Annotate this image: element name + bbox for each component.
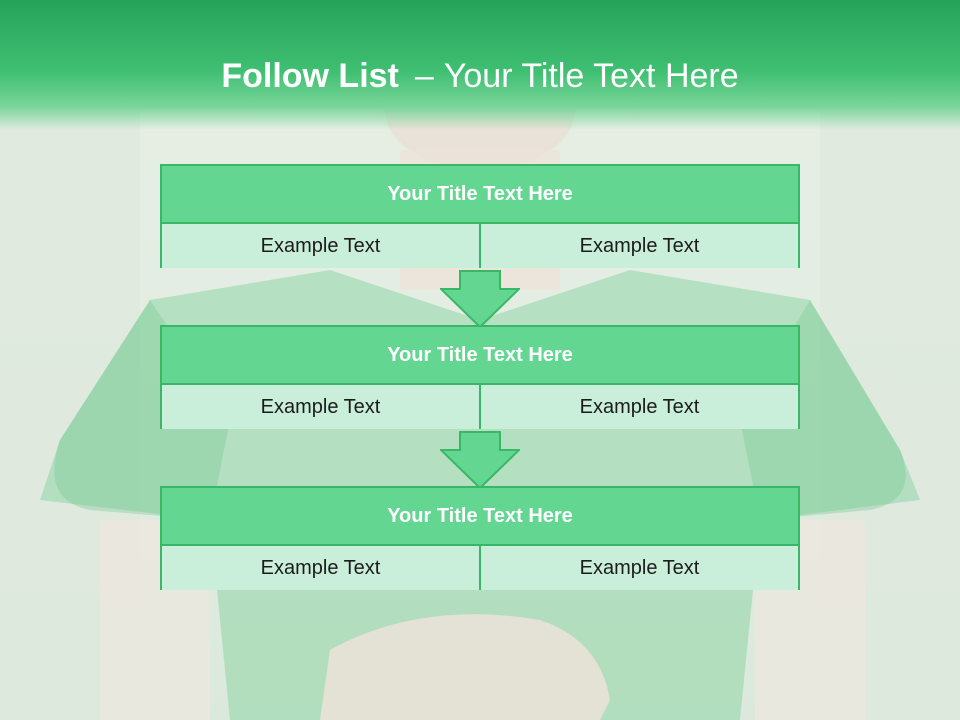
block-title: Your Title Text Here	[162, 327, 798, 385]
block-row: Example Text Example Text	[162, 224, 798, 268]
page-title: Follow List–Your Title Text Here	[0, 56, 960, 96]
block-cell-left: Example Text	[162, 546, 479, 590]
list-block-1: Your Title Text Here Example Text Exampl…	[160, 164, 800, 268]
title-bold: Follow List	[221, 57, 399, 95]
title-dash: –	[414, 57, 434, 95]
list-block-3: Your Title Text Here Example Text Exampl…	[160, 486, 800, 590]
block-cell-right: Example Text	[479, 385, 798, 429]
block-cell-right: Example Text	[479, 546, 798, 590]
block-row: Example Text Example Text	[162, 385, 798, 429]
down-arrow-icon	[440, 270, 520, 328]
title-band	[0, 0, 960, 130]
down-arrow-icon	[440, 431, 520, 489]
block-title: Your Title Text Here	[162, 488, 798, 546]
title-rest: Your Title Text Here	[443, 57, 739, 95]
block-title: Your Title Text Here	[162, 166, 798, 224]
block-cell-left: Example Text	[162, 385, 479, 429]
block-cell-right: Example Text	[479, 224, 798, 268]
block-cell-left: Example Text	[162, 224, 479, 268]
block-row: Example Text Example Text	[162, 546, 798, 590]
list-block-2: Your Title Text Here Example Text Exampl…	[160, 325, 800, 429]
